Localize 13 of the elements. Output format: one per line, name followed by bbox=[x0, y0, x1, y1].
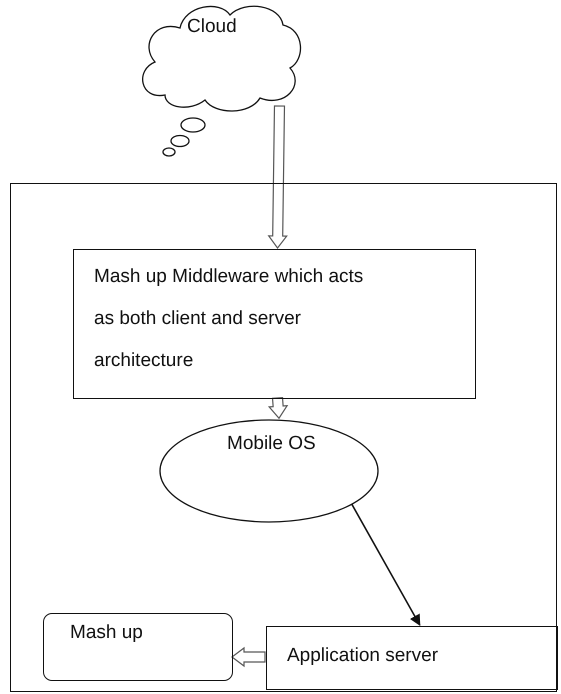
node-label: Mash up bbox=[70, 621, 143, 645]
hollow-arrow bbox=[268, 397, 288, 420]
cloud-label: Cloud bbox=[187, 15, 237, 39]
arrow bbox=[350, 503, 420, 626]
node-label: Mash up Middleware which acts as both client and server architecture bbox=[94, 265, 364, 373]
hollow-arrow bbox=[231, 646, 266, 668]
process-box bbox=[73, 249, 476, 399]
node-label: Mobile OS bbox=[227, 432, 316, 456]
node-label: Application server bbox=[287, 644, 438, 668]
process-box bbox=[266, 626, 558, 690]
frame-box bbox=[10, 183, 557, 692]
rounded-box bbox=[43, 613, 233, 681]
hollow-arrow bbox=[268, 105, 288, 249]
